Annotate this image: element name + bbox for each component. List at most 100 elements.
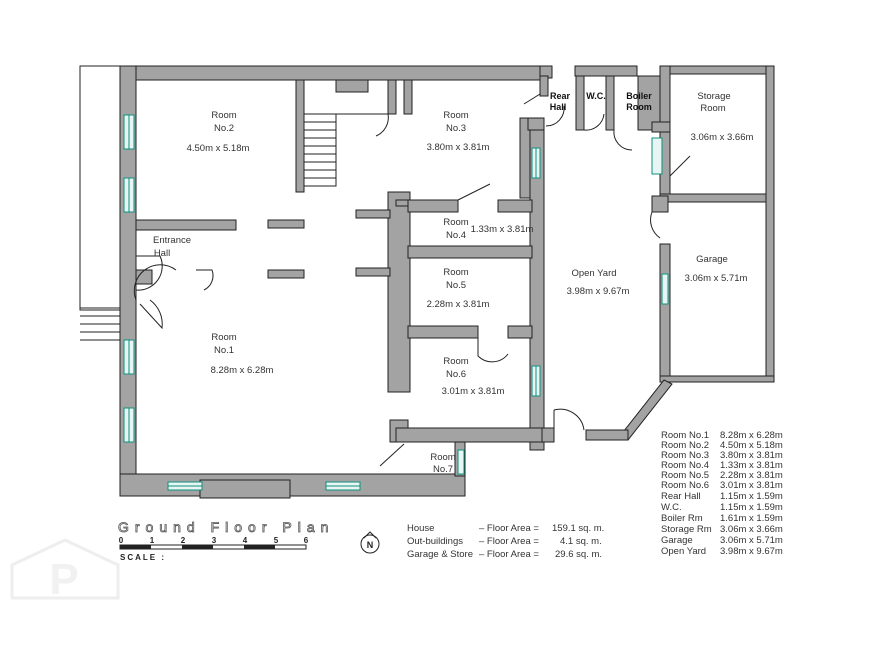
room2-name: Room	[211, 110, 236, 121]
area-value-house: 159.1 sq. m.	[552, 523, 604, 534]
schedule-dims-10: 3.06m x 5.71m	[720, 535, 783, 546]
boiler-room-label: Boiler Room	[626, 91, 652, 112]
floor-areas: House – Floor Area = 159.1 sq. m. Out-bu…	[407, 523, 604, 560]
room6-dims: 3.01m x 3.81m	[442, 386, 505, 397]
scale-tick-6: 6	[304, 536, 309, 545]
area-value-out: 4.1 sq. m.	[560, 536, 602, 547]
walls	[119, 65, 775, 499]
schedule-dims-2: 3.80m x 3.81m	[720, 450, 783, 461]
scale-tick-2: 2	[181, 536, 186, 545]
area-label-out: Out-buildings	[407, 536, 463, 547]
north-arrow-icon: N	[360, 531, 380, 554]
scale-tick-3: 3	[212, 536, 217, 545]
schedule-dims-0: 8.28m x 6.28m	[720, 430, 783, 441]
room2-dims: 4.50m x 5.18m	[187, 143, 250, 154]
schedule-name-7: W.C.	[661, 502, 682, 513]
rear-hall-label: Rear Hall	[550, 91, 571, 112]
area-value-garage: 29.6 sq. m.	[555, 549, 602, 560]
scale-bar: 0 1 2 3 4 5 6 SCALE :	[119, 536, 309, 562]
wc-text: W.C.	[586, 91, 606, 101]
room-no2-label: Room No.2 4.50m x 5.18m	[187, 110, 250, 154]
area-sep-house: – Floor Area =	[479, 523, 539, 534]
room-no4-label: Room No.4 1.33m x 3.81m	[443, 217, 533, 241]
yard-name: Open Yard	[571, 268, 616, 279]
room-no6-label: Room No.6 3.01m x 3.81m	[442, 356, 505, 397]
room1-dims: 8.28m x 6.28m	[211, 365, 274, 376]
schedule-dims-1: 4.50m x 5.18m	[720, 440, 783, 451]
site-outline	[79, 65, 123, 341]
garage-label: Garage 3.06m x 5.71m	[685, 254, 748, 284]
storage-line1: Storage	[697, 91, 730, 102]
room5-name: Room	[443, 267, 468, 278]
area-label-garage: Garage & Store	[407, 549, 473, 560]
area-sep-garage: – Floor Area =	[479, 549, 539, 560]
room-no3-label: Room No.3 3.80m x 3.81m	[427, 110, 490, 153]
boiler-line1: Boiler	[626, 91, 652, 101]
schedule-name-8: Boiler Rm	[661, 513, 703, 524]
schedule-dims-7: 1.15m x 1.59m	[720, 502, 783, 513]
scale-tick-0: 0	[119, 536, 124, 545]
scale-label: SCALE :	[120, 553, 166, 562]
room4-name: Room	[443, 217, 468, 228]
schedule-dims-11: 3.98m x 9.67m	[720, 546, 783, 557]
boiler-line2: Room	[626, 102, 652, 112]
open-yard-label: Open Yard 3.98m x 9.67m	[567, 268, 630, 297]
room3-name: Room	[443, 110, 468, 121]
room4-dims: 1.33m x 3.81m	[471, 224, 534, 235]
room1-number: No.1	[214, 345, 234, 356]
storage-dims: 3.06m x 3.66m	[691, 132, 754, 143]
yard-dims: 3.98m x 9.67m	[567, 286, 630, 297]
room4-number: No.4	[446, 230, 466, 241]
schedule-name-1: Room No.2	[661, 440, 709, 451]
schedule-dims-4: 2.28m x 3.81m	[720, 470, 783, 481]
garage-dims: 3.06m x 5.71m	[685, 273, 748, 284]
entrance-hall-label: Entrance Hall	[153, 235, 191, 259]
room5-number: No.5	[446, 280, 466, 291]
plan-title: Ground Floor Plan	[118, 519, 334, 535]
room-no1-label: Room No.1 8.28m x 6.28m	[211, 332, 274, 376]
rear-hall-line1: Rear	[550, 91, 571, 101]
scale-tick-1: 1	[150, 536, 155, 545]
room-no7-label: Room No.7	[430, 452, 455, 475]
north-letter: N	[367, 540, 374, 550]
schedule-name-3: Room No.4	[661, 460, 709, 471]
watermark-letter: P	[49, 555, 78, 604]
schedule-dims-6: 1.15m x 1.59m	[720, 491, 783, 502]
room1-name: Room	[211, 332, 236, 343]
room7-name: Room	[430, 452, 455, 463]
schedule-name-11: Open Yard	[661, 546, 706, 557]
wc-label: W.C.	[586, 91, 606, 101]
room7-number: No.7	[433, 464, 453, 475]
schedule-dims-8: 1.61m x 1.59m	[720, 513, 783, 524]
room6-name: Room	[443, 356, 468, 367]
area-label-house: House	[407, 523, 434, 534]
schedule-dims-3: 1.33m x 3.81m	[720, 460, 783, 471]
schedule-name-4: Room No.5	[661, 470, 709, 481]
scale-tick-5: 5	[274, 536, 279, 545]
room6-number: No.6	[446, 369, 466, 380]
rear-hall-line2: Hall	[550, 102, 567, 112]
windows	[123, 114, 669, 491]
schedule-name-9: Storage Rm	[661, 524, 712, 535]
schedule-name-0: Room No.1	[661, 430, 709, 441]
room2-number: No.2	[214, 123, 234, 134]
schedule-name-5: Room No.6	[661, 480, 709, 491]
schedule-name-10: Garage	[661, 535, 693, 546]
doors	[133, 93, 691, 467]
schedule-dims-9: 3.06m x 3.66m	[720, 524, 783, 535]
room3-number: No.3	[446, 123, 466, 134]
schedule-dims-5: 3.01m x 3.81m	[720, 480, 783, 491]
room-no5-label: Room No.5 2.28m x 3.81m	[427, 267, 490, 310]
entrance-line2: Hall	[154, 248, 170, 259]
storage-line2: Room	[700, 103, 725, 114]
garage-name: Garage	[696, 254, 728, 265]
watermark-logo: P	[10, 538, 120, 604]
staircase	[303, 113, 368, 187]
room5-dims: 2.28m x 3.81m	[427, 299, 490, 310]
schedule-name-6: Rear Hall	[661, 491, 701, 502]
scale-tick-4: 4	[243, 536, 248, 545]
room-schedule: Room No.1 8.28m x 6.28m Room No.2 4.50m …	[661, 430, 783, 557]
storage-room-label: Storage Room 3.06m x 3.66m	[691, 91, 754, 143]
schedule-name-2: Room No.3	[661, 450, 709, 461]
